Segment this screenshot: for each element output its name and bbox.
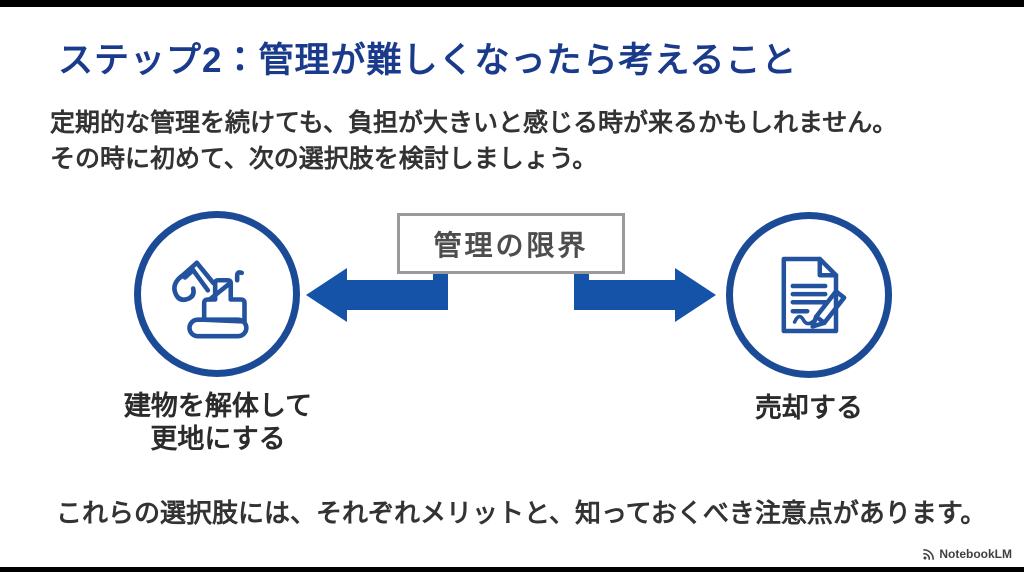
intro-paragraph: 定期的な管理を続けても、負担が大きいと感じる時が来るかもしれません。 その時に初…	[50, 105, 897, 177]
sell-label-line-1: 売却する	[755, 393, 863, 423]
demolish-label-line-1: 建物を解体して	[123, 391, 313, 421]
letterbox-bottom-bar	[0, 567, 1024, 572]
intro-line-2: その時に初めて、次の選択肢を検討しましょう。	[50, 145, 598, 173]
diagram-arrows	[306, 268, 716, 322]
right-arrow	[574, 268, 716, 322]
sell-option-circle	[726, 212, 892, 378]
management-limit-label: 管理の限界	[433, 229, 589, 261]
sell-option-label: 売却する	[679, 392, 939, 425]
demolish-option-circle	[134, 211, 300, 377]
contract-signing-icon	[781, 256, 847, 334]
footer-note: これらの選択肢には、それぞれメリットと、知っておくべき注意点があります。	[56, 498, 987, 528]
management-limit-box: 管理の限界	[397, 213, 625, 274]
notebooklm-logo-icon	[923, 548, 935, 560]
notebooklm-watermark: NotebookLM	[922, 547, 1012, 561]
intro-line-1: 定期的な管理を続けても、負担が大きいと感じる時が来るかもしれません。	[50, 109, 898, 137]
letterbox-top-bar	[0, 0, 1024, 7]
excavator-icon	[172, 260, 249, 339]
left-arrow	[306, 268, 448, 322]
watermark-label: NotebookLM	[939, 547, 1012, 561]
demolish-label-line-2: 更地にする	[150, 424, 286, 454]
demolish-option-label: 建物を解体して 更地にする	[88, 390, 348, 456]
slide-title: ステップ2：管理が難しくなったら考えること	[58, 41, 798, 80]
